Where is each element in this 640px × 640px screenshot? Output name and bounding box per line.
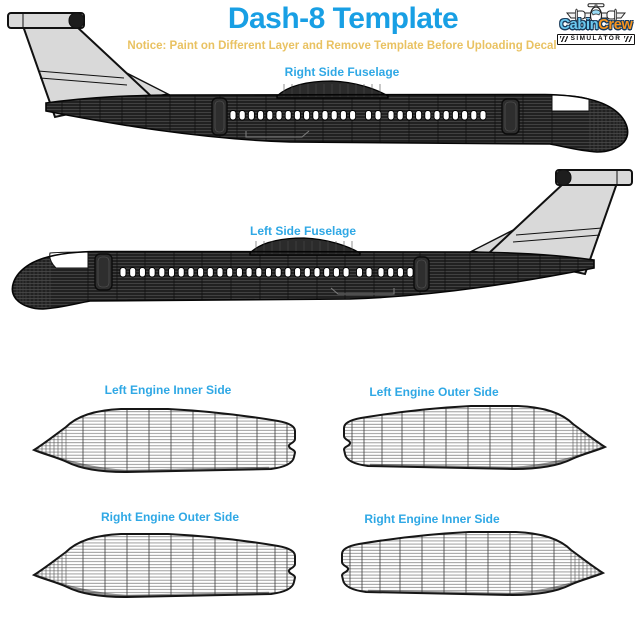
logo-simulator-banner: SIMULATOR [556,33,636,45]
logo-tagline: SIMULATOR [570,34,622,42]
hazard-stripes-icon [559,36,568,42]
right-fuselage-label: Right Side Fuselage [284,65,400,79]
logo-wordmark: CabinCrew [559,18,632,33]
page-title: Dash-8 Template [227,2,459,35]
rear-door [413,256,430,292]
tail-bullet-fairing [555,169,633,186]
wing-root-fairing [276,80,389,99]
wing-root-fairing [249,237,361,256]
cabin-windows [229,110,487,121]
left-engine-outer-label: Left Engine Outer Side [369,385,499,399]
left-fuselage-drawing [11,169,633,310]
front-door [501,98,520,135]
rear-door [211,97,228,136]
logo-word-cabin: Cabin [559,17,599,33]
left-engine-outer-nacelle [336,401,608,475]
cargo-door-seam [330,287,395,295]
right-engine-outer-nacelle [31,529,303,603]
left-engine-inner-label: Left Engine Inner Side [104,383,232,397]
right-fuselage-drawing [7,12,629,153]
cargo-door-seam [245,130,310,138]
fuselage-outline [45,93,629,153]
right-engine-outer-label: Right Engine Outer Side [100,510,239,524]
hazard-stripes-icon [624,36,633,42]
cabincrew-simulator-logo: CabinCrew SIMULATOR [554,3,638,45]
tail-bullet-fairing [7,12,85,29]
notice-text: Notice: Paint on Different Layer and Rem… [127,40,557,52]
front-door [94,253,113,291]
fuselage-outline [11,250,595,310]
left-engine-inner-nacelle [31,404,303,478]
right-engine-inner-nacelle [334,527,606,601]
engines-drawing [0,380,640,640]
left-fuselage-label: Left Side Fuselage [249,224,357,238]
right-engine-inner-label: Right Engine Inner Side [364,512,500,526]
cabin-windows [119,267,414,278]
airplane-front-icon [566,3,626,25]
logo-word-crew: Crew [598,17,633,33]
